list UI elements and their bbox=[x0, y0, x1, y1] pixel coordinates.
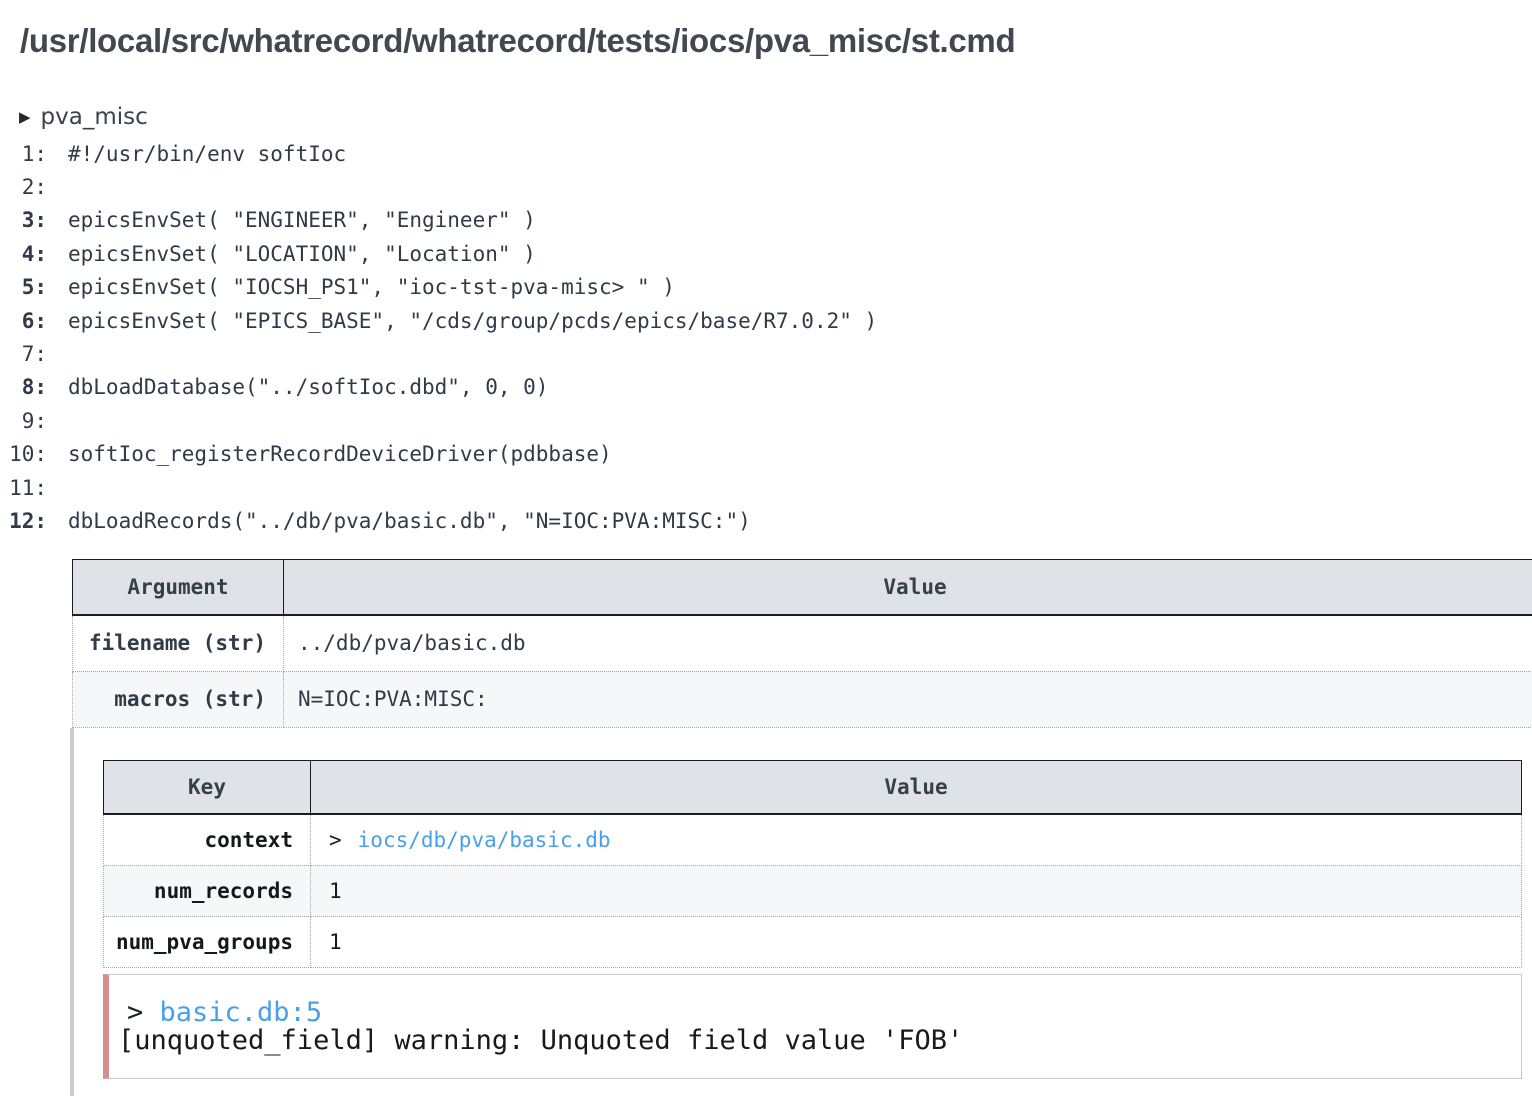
line-text: epicsEnvSet( "EPICS_BASE", "/cds/group/p… bbox=[68, 308, 878, 333]
line-number: 9: bbox=[21, 408, 47, 433]
chevron-prefix: > bbox=[329, 827, 342, 852]
code-block: 1: #!/usr/bin/env softIoc 2: 3: epicsEnvSe… bbox=[0, 137, 1532, 538]
line-number[interactable]: 5: bbox=[21, 275, 47, 300]
ioc-name: pva_misc bbox=[40, 104, 148, 130]
table-row: num_records 1 bbox=[103, 864, 1522, 917]
warning-message: [unquoted_field] warning: Unquoted field… bbox=[118, 1024, 964, 1056]
line-number: 2: bbox=[21, 175, 47, 200]
col-header-argument: Argument bbox=[72, 558, 284, 617]
page-title: /usr/local/src/whatrecord/whatrecord/tes… bbox=[20, 22, 1016, 59]
line-text: dbLoadDatabase("../softIoc.dbd", 0, 0) bbox=[68, 375, 549, 400]
code-line: 12: dbLoadRecords("../db/pva/basic.db", "… bbox=[9, 504, 1532, 537]
code-line: 6: epicsEnvSet( "EPICS_BASE", "/cds/group… bbox=[9, 304, 1532, 337]
warning-link[interactable]: basic.db:5 bbox=[159, 996, 323, 1028]
col-header-value: Value bbox=[283, 558, 1532, 617]
line-number[interactable]: 8: bbox=[21, 375, 47, 400]
line-text: softIoc_registerRecordDeviceDriver(pdbba… bbox=[68, 442, 612, 467]
arg-value: N=IOC:PVA:MISC: bbox=[283, 670, 1532, 728]
code-line: 3: epicsEnvSet( "ENGINEER", "Engineer" ) bbox=[9, 204, 1532, 237]
argument-table-header-row: Argument Value bbox=[72, 558, 1532, 617]
detail-table: Key Value context >iocs/db/pva/basic.db … bbox=[103, 759, 1522, 968]
warning-box: > basic.db:5 [unquoted_field] warning: U… bbox=[103, 973, 1522, 1079]
detail-key: num_records bbox=[103, 864, 311, 917]
code-line: 7: bbox=[9, 337, 1532, 370]
code-line: 5: epicsEnvSet( "IOCSH_PS1", "ioc-tst-pva… bbox=[9, 271, 1532, 304]
line-text: #!/usr/bin/env softIoc bbox=[68, 141, 347, 166]
detail-value: 1 bbox=[310, 915, 1522, 968]
table-row: context > iocs/db/pva/basic.db bbox=[103, 813, 1522, 866]
detail-value: 1 bbox=[310, 864, 1522, 917]
chevron-prefix: > bbox=[127, 996, 160, 1028]
code-line: 4: epicsEnvSet( "LOCATION", "Location" ) bbox=[9, 237, 1532, 270]
arg-name: filename (str) bbox=[72, 614, 284, 672]
arg-value: ../db/pva/basic.db bbox=[283, 614, 1532, 672]
line-text: epicsEnvSet( "IOCSH_PS1", "ioc-tst-pva-m… bbox=[68, 275, 675, 300]
line-number[interactable]: 6: bbox=[21, 308, 47, 333]
table-row: filename (str) ../db/pva/basic.db bbox=[72, 614, 1532, 672]
code-line: 11: bbox=[9, 471, 1532, 504]
line-text: dbLoadRecords("../db/pva/basic.db", "N=I… bbox=[68, 508, 751, 533]
line-number: 11: bbox=[9, 475, 47, 500]
line-number: 7: bbox=[21, 342, 47, 367]
code-line: 1: #!/usr/bin/env softIoc bbox=[9, 137, 1532, 170]
code-line: 8: dbLoadDatabase("../softIoc.dbd", 0, 0) bbox=[9, 371, 1532, 404]
code-line: 9: bbox=[9, 404, 1532, 437]
col-header-key: Key bbox=[103, 759, 311, 816]
line-number[interactable]: 4: bbox=[21, 241, 47, 266]
code-line: 2: bbox=[9, 170, 1532, 203]
table-row: num_pva_groups 1 bbox=[103, 915, 1522, 968]
table-row: macros (str) N=IOC:PVA:MISC: bbox=[72, 670, 1532, 728]
line-number[interactable]: 12: bbox=[9, 508, 47, 533]
warning-location-line: > basic.db:5 bbox=[118, 996, 1521, 1028]
triangle-collapsed-icon: ▶ bbox=[19, 107, 31, 126]
col-header-value: Value bbox=[310, 759, 1522, 816]
line-text: epicsEnvSet( "ENGINEER", "Engineer" ) bbox=[68, 208, 536, 233]
code-line: 10: softIoc_registerRecordDeviceDriver(pd… bbox=[9, 438, 1532, 471]
line-number[interactable]: 3: bbox=[21, 208, 47, 233]
detail-table-header-row: Key Value bbox=[103, 759, 1522, 816]
load-result-section: Key Value context >iocs/db/pva/basic.db … bbox=[70, 727, 1532, 1096]
detail-value: > iocs/db/pva/basic.db bbox=[310, 813, 1522, 866]
line-number: 10: bbox=[9, 442, 47, 467]
argument-table: Argument Value filename (str) ../db/pva/… bbox=[72, 558, 1532, 728]
context-link[interactable]: iocs/db/pva/basic.db bbox=[357, 827, 611, 852]
detail-key: num_pva_groups bbox=[103, 915, 311, 968]
line-text: epicsEnvSet( "LOCATION", "Location" ) bbox=[68, 241, 536, 266]
whatrecord-page: /usr/local/src/whatrecord/whatrecord/tes… bbox=[0, 22, 1532, 1096]
ioc-expander[interactable]: ▶ pva_misc bbox=[19, 104, 1532, 130]
arg-name: macros (str) bbox=[72, 670, 284, 728]
detail-key: context bbox=[103, 813, 311, 866]
line-number: 1: bbox=[21, 141, 47, 166]
